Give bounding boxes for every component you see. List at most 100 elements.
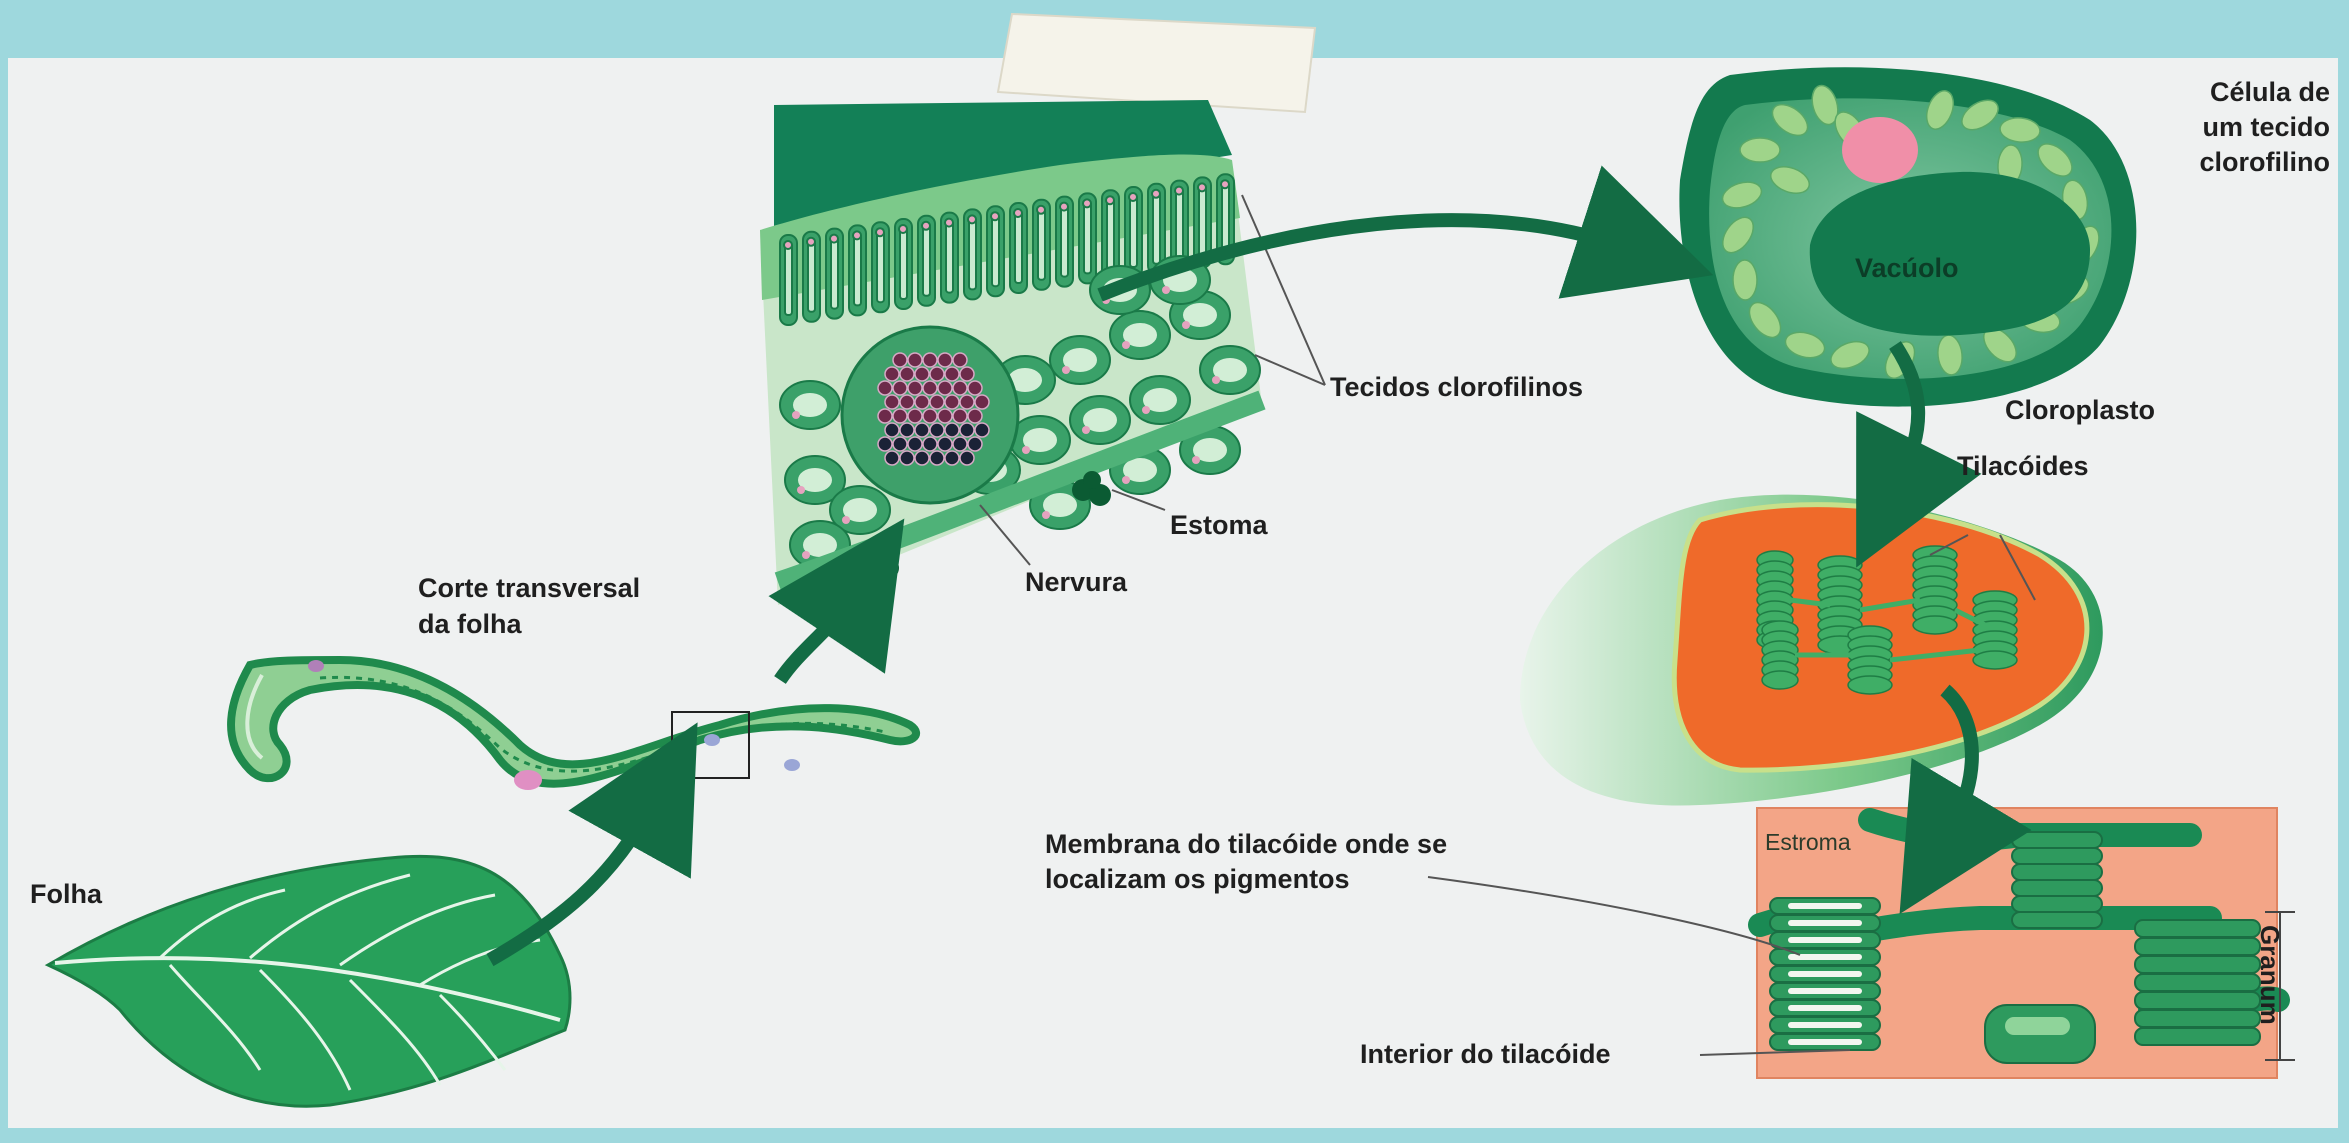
thylakoid-interior [1788,971,1862,977]
vein-cell [968,437,982,451]
vein-cell [878,437,892,451]
palisade-nucleus [1014,209,1022,217]
vein-cell [938,353,952,367]
vein-cell [930,395,944,409]
palisade-nucleus [922,222,930,230]
granum-disc [2135,920,2260,937]
granum-disc [2012,896,2102,912]
label-corte-line2: da folha [418,607,522,641]
vein-cell [878,409,892,423]
label-vacuolo: Vacúolo [1855,251,1959,285]
vein-cell [938,409,952,423]
vein-cell [923,353,937,367]
palisade-nucleus [1152,190,1160,198]
label-folha: Folha [30,877,102,911]
vein-cell [923,381,937,395]
label-celula-line3: clorofilino [2150,145,2330,179]
vein-cell [960,423,974,437]
thylakoid-disc [1973,651,2017,669]
vein-cell [900,451,914,465]
spongy-nucleus [1142,406,1150,414]
granum-disc [2135,956,2260,973]
cell-chloroplast [1733,260,1758,300]
palisade-nucleus [945,219,953,227]
label-estoma: Estoma [1170,508,1268,542]
label-interior: Interior do tilacóide [1360,1037,1611,1071]
vein-cell [938,437,952,451]
palisade-nucleus [784,241,792,249]
vein-cell [885,395,899,409]
vein-cell [878,381,892,395]
palisade-vacuole [1199,185,1206,257]
palisade-vacuole [969,217,976,289]
palisade-nucleus [899,225,907,233]
palisade-vacuole [785,243,792,315]
palisade-vacuole [992,214,999,286]
thylakoid-interior [1788,1005,1862,1011]
palisade-nucleus [876,228,884,236]
spongy-nucleus [1122,476,1130,484]
palisade-vacuole [1061,205,1068,277]
spongy-nucleus [1062,366,1070,374]
palisade-vacuole [1176,189,1183,261]
vein-cell [893,353,907,367]
vein-cell [908,409,922,423]
palisade-vacuole [923,224,930,296]
palisade-nucleus [1060,203,1068,211]
palisade-nucleus [1129,193,1137,201]
label-tecidos: Tecidos clorofilinos [1330,370,1583,404]
palisade-vacuole [946,221,953,293]
spongy-nucleus [1182,321,1190,329]
palisade-vacuole [1038,208,1045,280]
vein-cell [923,409,937,423]
label-celula-line1: Célula de [2150,75,2330,109]
thylakoid-interior [1788,1039,1862,1045]
vein-cell [945,395,959,409]
palisade-nucleus [1221,180,1229,188]
palisade-nucleus [991,212,999,220]
vein-cell [930,367,944,381]
spongy-nucleus [797,486,805,494]
spongy-nucleus [792,411,800,419]
vein-cell [968,409,982,423]
palisade-vacuole [854,233,861,305]
vein-cell [900,423,914,437]
thylakoid-interior [1788,937,1862,943]
granum-disc [2012,864,2102,880]
vein-cell [900,395,914,409]
label-celula-line2: um tecido [2150,110,2330,144]
spongy-nucleus [1022,446,1030,454]
thylakoid-disc [1848,676,1892,694]
spongy-nucleus [1042,511,1050,519]
palisade-nucleus [1198,183,1206,191]
palisade-vacuole [1130,195,1137,267]
granum-disc [2135,992,2260,1009]
vein-cell [885,367,899,381]
vein-cell [915,395,929,409]
spongy-nucleus [1082,426,1090,434]
vein-cell [893,381,907,395]
cell-chloroplast [1740,138,1780,162]
vein-cell [915,367,929,381]
vein-cell [953,409,967,423]
vein-cell [945,451,959,465]
vein-cell [975,423,989,437]
vein-cell [908,381,922,395]
vein-cell [923,437,937,451]
vein-cell [893,409,907,423]
palisade-vacuole [1222,182,1229,254]
vein-cell [945,423,959,437]
thylakoid-interior [1788,903,1862,909]
palisade-nucleus [1106,196,1114,204]
vein-cell [915,423,929,437]
vein-cell [900,367,914,381]
palisade-nucleus [807,238,815,246]
vein-cell [938,381,952,395]
thylakoid-sac-inner [2005,1017,2070,1035]
spongy-nucleus [1162,286,1170,294]
granum-disc [2012,912,2102,928]
vein-cell [953,353,967,367]
palisade-vacuole [1015,211,1022,283]
vein-cell [930,451,944,465]
palisade-vacuole [1107,198,1114,270]
